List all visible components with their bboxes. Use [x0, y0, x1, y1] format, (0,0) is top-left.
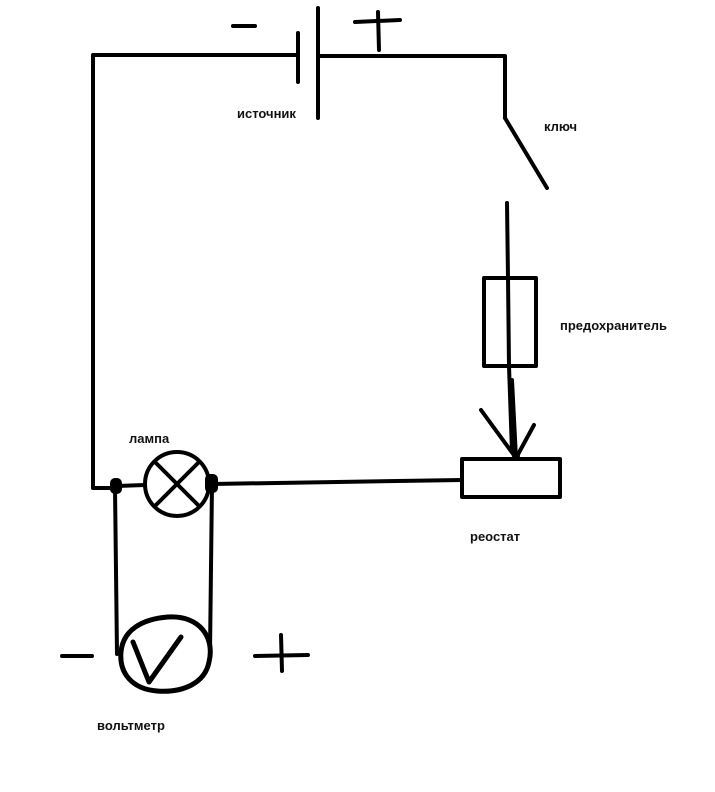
voltmeter-plus-sign — [253, 633, 310, 673]
label-voltmeter: вольтметр — [97, 718, 165, 733]
wire-key-to-fuse — [505, 201, 510, 280]
junction-left — [110, 478, 122, 494]
wire-top-left — [91, 53, 300, 490]
key-switch-blade — [503, 116, 549, 190]
rheostat-contact-dot — [512, 452, 520, 460]
lamp-cross-b — [153, 460, 201, 508]
junction-right — [205, 474, 218, 493]
label-key: ключ — [544, 119, 577, 134]
label-rheostat: реостат — [470, 529, 520, 544]
voltmeter-wire-left — [113, 486, 119, 656]
label-source: источник — [237, 106, 296, 121]
voltmeter-circle — [118, 614, 213, 694]
label-lamp: лампа — [129, 431, 170, 446]
wire-fuse-to-arrow — [507, 364, 514, 454]
wire-lamp-to-rheostat — [210, 478, 464, 486]
battery-plus-sign — [353, 10, 402, 52]
label-fuse: предохранитель — [560, 318, 667, 333]
rheostat-body — [460, 457, 562, 499]
voltmeter-wire-right — [208, 482, 214, 654]
voltmeter-v-mark — [130, 634, 184, 685]
fuse-element — [506, 276, 511, 368]
wire-top-right — [316, 54, 507, 120]
rheostat-arrow-shaft — [510, 378, 518, 460]
